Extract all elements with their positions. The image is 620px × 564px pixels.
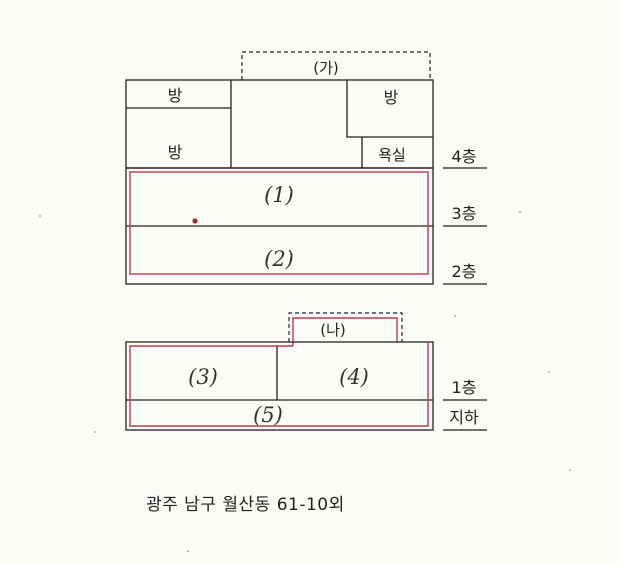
upper-floors-block: (1) (2): [125, 167, 434, 285]
address-caption: 광주 남구 월산동 61-10외: [146, 495, 345, 515]
basement-label: 지하: [449, 408, 479, 427]
floor-4-label: 4층: [452, 147, 477, 166]
unit-1-label: (1): [264, 183, 294, 207]
unit-4-label: (4): [339, 365, 369, 389]
red-outline-upper: [129, 171, 429, 275]
ink-dot: [192, 218, 198, 224]
scan-specks: [39, 211, 571, 552]
floor-1-label: 1층: [452, 378, 477, 397]
room-label-top-right: 방: [384, 88, 399, 107]
red-outline-lower: [129, 342, 429, 427]
room-label-mid-left: 방: [168, 143, 183, 162]
lower-floors-block: (3) (4) (5): [125, 341, 434, 431]
floor-2-label: 2층: [452, 262, 477, 281]
unit-5-label: (5): [253, 403, 283, 427]
upper-annex-label: (가): [313, 59, 339, 77]
lower-annex-label: (나): [320, 321, 346, 339]
upper-annex: (가): [241, 51, 431, 80]
fourth-floor-block: 방 방 방 욕실: [125, 79, 434, 169]
bathroom-label: 욕실: [378, 146, 406, 164]
floor-3-label: 3층: [452, 204, 477, 223]
unit-2-label: (2): [264, 247, 294, 271]
unit-3-label: (3): [188, 365, 218, 389]
lower-annex: (나): [288, 312, 403, 346]
floor-labels: 4층 3층 2층 1층 지하: [443, 147, 487, 431]
room-label-top-left: 방: [168, 86, 183, 105]
